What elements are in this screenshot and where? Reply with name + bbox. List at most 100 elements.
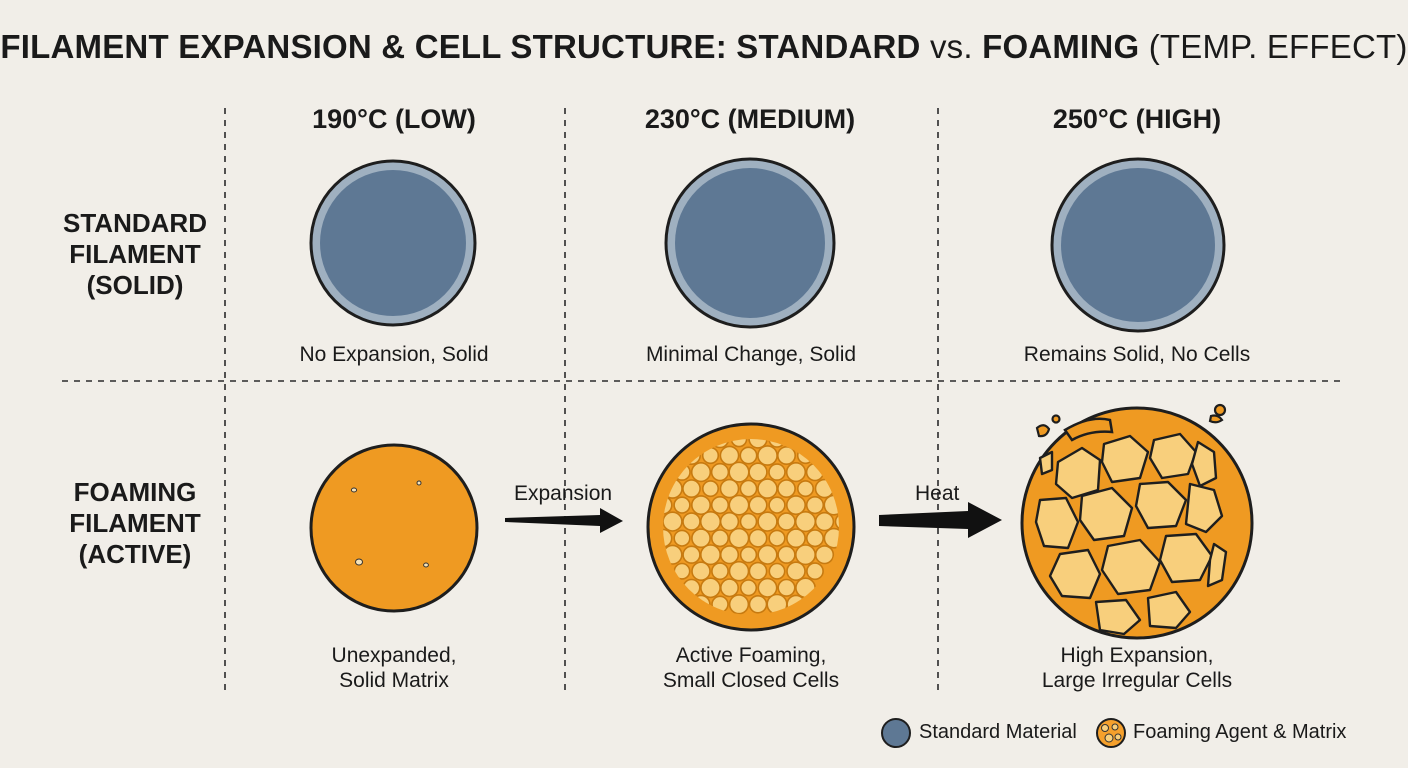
foam-cell <box>728 594 750 615</box>
foam-cell <box>777 545 796 564</box>
caption-foaming-230-line-1: Active Foaming, <box>675 644 827 667</box>
title-main: FILAMENT EXPANSION & CELL STRUCTURE: STA… <box>0 28 921 65</box>
foam-cell <box>777 479 796 499</box>
caption-standard-230: Minimal Change, Solid <box>645 343 857 366</box>
foam-cell <box>710 529 729 548</box>
foaming-circle-250 <box>1020 403 1254 640</box>
foam-cell <box>663 528 673 548</box>
foam-cell <box>739 446 758 465</box>
caption-foaming-190-line-2: Solid Matrix <box>339 669 449 692</box>
foam-cell <box>663 511 683 532</box>
caption-foaming-190: Unexpanded, Solid Matrix <box>234 643 554 693</box>
foam-cell <box>728 527 750 549</box>
row-header-standard-line-1: STANDARD <box>63 208 207 238</box>
caption-foaming-250: High Expansion, Large Irregular Cells <box>977 643 1297 693</box>
foam-cell <box>777 512 796 531</box>
title-temp-effect: (TEMP. EFFECT) <box>1139 28 1408 65</box>
foam-cell <box>701 480 719 498</box>
foam-cell <box>768 496 786 514</box>
foam-cell <box>796 480 814 498</box>
foam-cell <box>757 577 778 598</box>
foam-cell <box>748 528 768 548</box>
foam-cell <box>739 479 758 498</box>
foam-cell <box>710 496 730 515</box>
standard-circle-250 <box>1050 157 1226 333</box>
caption-foaming-250-line-2: Large Irregular Cells <box>1041 669 1233 692</box>
foam-cell <box>728 461 750 483</box>
foam-cell <box>728 560 750 582</box>
foam-cell <box>691 528 711 549</box>
column-header-190: 190°C (LOW) <box>312 104 476 134</box>
foam-cell <box>682 512 701 531</box>
foaming-circle-230 <box>646 422 856 632</box>
foam-cell <box>700 577 721 599</box>
foam-cell <box>805 529 824 548</box>
foam-cell <box>682 545 701 564</box>
caption-foaming-230: Active Foaming, Small Closed Cells <box>591 643 911 693</box>
row-header-foaming-line-1: FOAMING <box>73 477 197 507</box>
arrow-label-heat: Heat <box>915 482 960 505</box>
foam-cell <box>785 495 806 516</box>
foam-cell <box>719 478 740 499</box>
foam-cell <box>806 562 824 581</box>
row-header-standard-line-2: FILAMENT <box>69 239 201 269</box>
legend-swatch-foaming <box>1096 718 1126 748</box>
row-header-foaming-line-2: FILAMENT <box>69 508 201 538</box>
foam-cell <box>739 545 758 564</box>
title-foaming: FOAMING <box>982 28 1140 65</box>
legend-label-foaming: Foaming Agent & Matrix <box>1133 721 1347 743</box>
grid-lines <box>62 108 1340 695</box>
foam-cell <box>786 528 806 549</box>
row-header-foaming-line-3: (ACTIVE) <box>78 539 192 569</box>
caption-standard-250: Remains Solid, No Cells <box>1023 343 1251 366</box>
row-header-foaming: FOAMING FILAMENT (ACTIVE) <box>40 477 230 570</box>
legend-label-standard: Standard Material <box>919 721 1077 743</box>
foam-cell <box>748 594 768 614</box>
foam-cell <box>739 512 758 531</box>
foam-cell <box>748 462 768 482</box>
foam-cell <box>757 478 778 499</box>
foam-cell <box>719 578 739 598</box>
foam-cell <box>730 439 748 448</box>
foam-cell <box>690 495 711 516</box>
standard-circle-190 <box>309 159 477 327</box>
foam-cell <box>768 463 786 481</box>
foam-cell <box>834 512 839 531</box>
foam-cell <box>673 529 691 547</box>
arrow-expansion <box>505 508 623 533</box>
foam-cell <box>768 562 786 580</box>
caption-foaming-190-line-1: Unexpanded, <box>331 644 457 667</box>
foam-cell <box>682 479 701 499</box>
row-header-standard-line-3: (SOLID) <box>86 270 184 300</box>
arrow-heat <box>879 502 1002 538</box>
foam-cell <box>757 445 778 466</box>
foam-cell <box>805 496 825 515</box>
foam-cell <box>699 510 722 533</box>
diagram-title: FILAMENT EXPANSION & CELL STRUCTURE: STA… <box>0 28 1408 66</box>
column-header-250: 250°C (HIGH) <box>1052 104 1222 134</box>
foam-cell <box>786 561 806 582</box>
foam-cell <box>814 545 835 565</box>
standard-circle-230 <box>664 157 836 329</box>
foam-cell <box>711 562 729 581</box>
foam-cell <box>814 511 835 532</box>
foam-cell <box>719 445 740 466</box>
caption-standard-190: No Expansion, Solid <box>299 343 489 366</box>
caption-foaming-230-line-2: Small Closed Cells <box>662 669 840 692</box>
foam-cell <box>785 462 807 483</box>
foam-cell <box>690 462 712 483</box>
foaming-circle-190 <box>309 443 479 613</box>
caption-foaming-250-line-1: High Expansion, <box>1060 644 1214 667</box>
foam-cell <box>739 579 758 597</box>
foam-cell <box>776 445 796 465</box>
column-header-230: 230°C (MEDIUM) <box>644 104 856 134</box>
title-vs: vs. <box>920 28 983 65</box>
foam-cell <box>794 544 816 566</box>
foam-cell <box>691 561 711 582</box>
arrow-label-expansion: Expansion <box>514 482 613 505</box>
foam-cell <box>757 511 778 532</box>
foam-cell <box>777 578 796 597</box>
foam-cell <box>748 561 768 581</box>
foam-cell <box>794 510 817 533</box>
